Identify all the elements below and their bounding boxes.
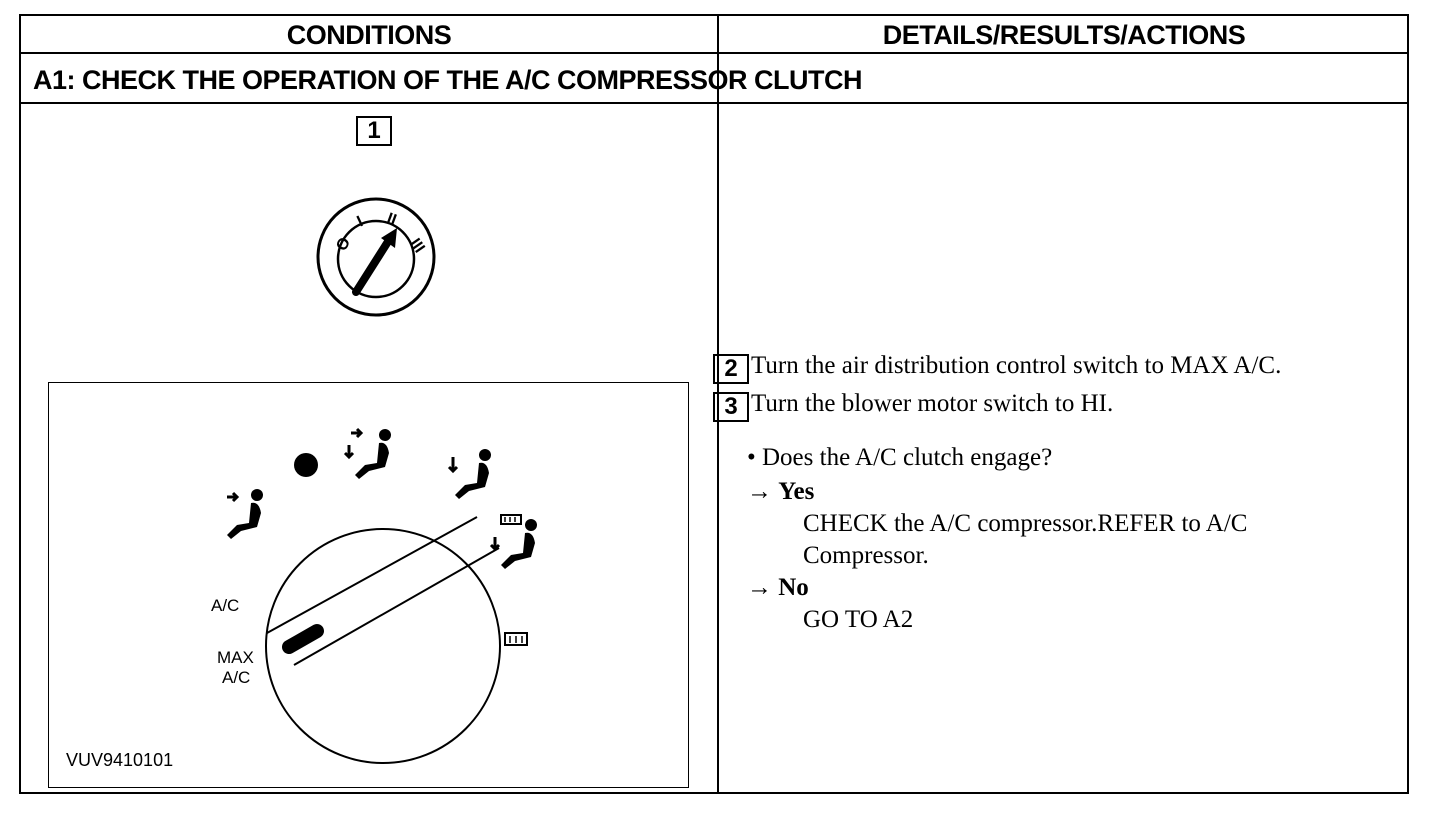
ac-label: A/C bbox=[211, 596, 239, 615]
step-number-3: 3 bbox=[713, 392, 749, 422]
question-text: • Does the A/C clutch engage? bbox=[747, 444, 1053, 471]
ignition-label-1: I bbox=[354, 213, 365, 230]
conditions-header: CONDITIONS bbox=[286, 20, 452, 50]
details-header: DETAILS/RESULTS/ACTIONS bbox=[882, 20, 1246, 50]
yes-action-line-2: Compressor. bbox=[803, 542, 929, 569]
ignition-switch-icon: O I II III bbox=[316, 197, 436, 317]
panel-floor-vent-icon bbox=[343, 427, 391, 479]
no-label: No bbox=[778, 574, 809, 601]
floor-defrost-icon bbox=[489, 514, 537, 569]
max-ac-label: A/C bbox=[222, 668, 250, 687]
no-arrow-icon: → bbox=[747, 574, 772, 601]
step-2-text: Turn the air distribution control switch… bbox=[751, 352, 1282, 379]
defrost-icon bbox=[504, 632, 528, 646]
step-3-text: Turn the blower motor switch to HI. bbox=[751, 390, 1114, 417]
yes-result: → Yes bbox=[747, 478, 814, 506]
no-action: GO TO A2 bbox=[803, 606, 914, 633]
yes-label: Yes bbox=[778, 478, 815, 505]
column-divider bbox=[717, 16, 719, 792]
title-divider bbox=[21, 102, 1407, 104]
yes-action-line-1: CHECK the A/C compressor.REFER to A/C bbox=[803, 510, 1248, 537]
max-label: MAX bbox=[217, 648, 254, 667]
floor-vent-icon bbox=[447, 449, 491, 499]
air-distribution-figure: A/C MAX A/C VUV9410101 bbox=[48, 382, 689, 788]
step-number-1: 1 bbox=[356, 116, 392, 146]
diagnostic-table: CONDITIONS DETAILS/RESULTS/ACTIONS A1: C… bbox=[19, 14, 1409, 794]
step-title: A1: CHECK THE OPERATION OF THE A/C COMPR… bbox=[33, 65, 863, 95]
off-position-icon bbox=[294, 453, 318, 477]
step-number-2: 2 bbox=[713, 354, 749, 384]
header-divider bbox=[21, 52, 1407, 54]
figure-code: VUV9410101 bbox=[66, 750, 174, 770]
panel-vent-icon bbox=[227, 489, 263, 539]
no-result: → No bbox=[747, 574, 809, 602]
yes-arrow-icon: → bbox=[747, 478, 772, 505]
